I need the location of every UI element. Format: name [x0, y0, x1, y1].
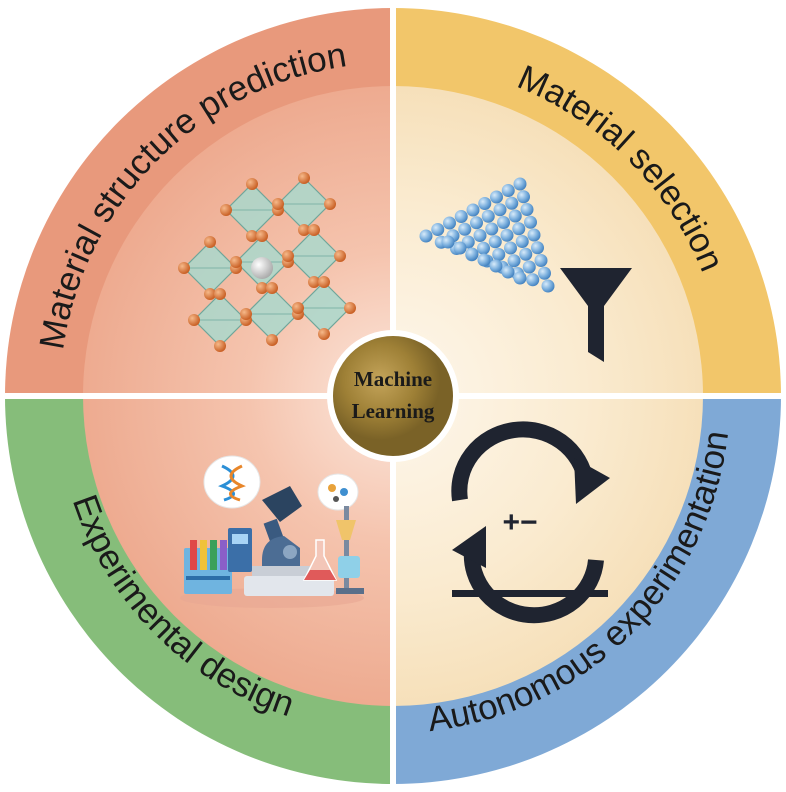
cation-atom: [251, 257, 273, 279]
nanoparticle-sphere: [524, 215, 537, 229]
nanoparticle-sphere: [478, 197, 492, 210]
nanoparticle-sphere: [520, 203, 534, 216]
center-label-line2: Learning: [352, 399, 435, 423]
nanoparticle-sphere: [541, 279, 555, 293]
nanoparticle-sphere: [489, 259, 503, 273]
nanoparticle-sphere: [465, 247, 479, 261]
oxygen-atom: [324, 198, 336, 210]
oxygen-atom: [298, 224, 310, 236]
oxygen-atom: [266, 334, 278, 346]
nanoparticle-sphere: [493, 203, 507, 217]
oxygen-atom: [230, 256, 242, 268]
center-label-line1: Machine: [354, 367, 432, 391]
oxygen-atom: [220, 204, 232, 216]
nanoparticle-sphere: [501, 265, 515, 279]
nanoparticle-sphere: [458, 222, 472, 236]
filter-funnel-icon: [560, 268, 632, 362]
oxygen-atom: [178, 262, 190, 274]
nanoparticle-sphere: [504, 241, 517, 255]
nanoparticle-sphere: [485, 222, 499, 236]
nanoparticle-sphere: [505, 196, 519, 210]
nanoparticle-sphere: [531, 241, 544, 255]
oxygen-atom: [292, 302, 304, 314]
nanoparticle-sphere: [534, 254, 548, 267]
nanoparticle-sphere: [477, 253, 491, 267]
oxygen-atom: [272, 198, 284, 210]
nanoparticle-sphere: [454, 210, 468, 223]
nanoparticle-sphere: [513, 177, 527, 191]
oxygen-atom: [214, 340, 226, 352]
nanoparticle-sphere: [490, 190, 503, 204]
oxygen-atom: [246, 178, 258, 190]
perovskite-crystal-icon: [178, 172, 356, 352]
oxygen-atom: [344, 302, 356, 314]
nanoparticle-sphere: [517, 190, 530, 204]
oxygen-atom: [266, 282, 278, 294]
oxygen-atom: [256, 230, 268, 242]
nanoparticle-sphere: [512, 222, 526, 236]
nanoparticle-sphere: [527, 228, 541, 242]
oxygen-atom: [308, 224, 320, 236]
quadrant-bottom-right: [393, 396, 703, 706]
nanoparticle-sphere: [526, 273, 540, 287]
nanoparticle-sphere: [441, 235, 455, 249]
nanoparticle-sphere: [492, 248, 506, 261]
nanoparticle-sphere: [453, 241, 467, 255]
nanoparticle-sphere: [477, 241, 490, 255]
nanoparticle-sphere: [443, 216, 456, 230]
nanoparticle-sphere: [470, 216, 483, 230]
cycle-arrows-icon: +−: [451, 421, 610, 624]
oxygen-atom: [318, 328, 330, 340]
nanoparticle-sphere: [501, 184, 515, 197]
nanoparticle-sphere: [488, 235, 502, 249]
oxygen-atom: [204, 288, 216, 300]
plus-minus-symbol: +−: [502, 506, 537, 539]
center-circle: [327, 330, 459, 462]
oxygen-atom: [256, 282, 268, 294]
oxygen-atom: [308, 276, 320, 288]
oxygen-atom: [246, 230, 258, 242]
nanoparticle-sphere: [513, 271, 527, 285]
nanoparticle-sphere: [497, 216, 510, 229]
nanoparticle-sphere: [522, 260, 536, 274]
nanoparticle-sphere: [515, 235, 529, 248]
nanoparticle-sphere: [419, 229, 433, 243]
nanoparticle-sphere: [466, 203, 480, 217]
nanoparticle-sphere: [481, 209, 495, 223]
nanoparticle-sphere: [519, 247, 533, 261]
nanoparticle-sphere: [538, 266, 551, 280]
nanoparticle-sphere: [507, 254, 521, 268]
oxygen-atom: [188, 314, 200, 326]
quadrant-top-right: [393, 86, 703, 396]
nanoparticle-sphere: [473, 229, 487, 242]
oxygen-atom: [240, 308, 252, 320]
nanoparticle-sphere: [508, 209, 522, 223]
oxygen-atom: [334, 250, 346, 262]
nanoparticle-pyramid-icon: [419, 177, 555, 293]
oxygen-atom: [214, 288, 226, 300]
laboratory-icon: [180, 455, 364, 608]
nanoparticle-sphere: [500, 228, 514, 242]
nanoparticle-sphere: [431, 223, 445, 236]
oxygen-atom: [318, 276, 330, 288]
oxygen-atom: [204, 236, 216, 248]
oxygen-atom: [282, 250, 294, 262]
oxygen-atom: [298, 172, 310, 184]
